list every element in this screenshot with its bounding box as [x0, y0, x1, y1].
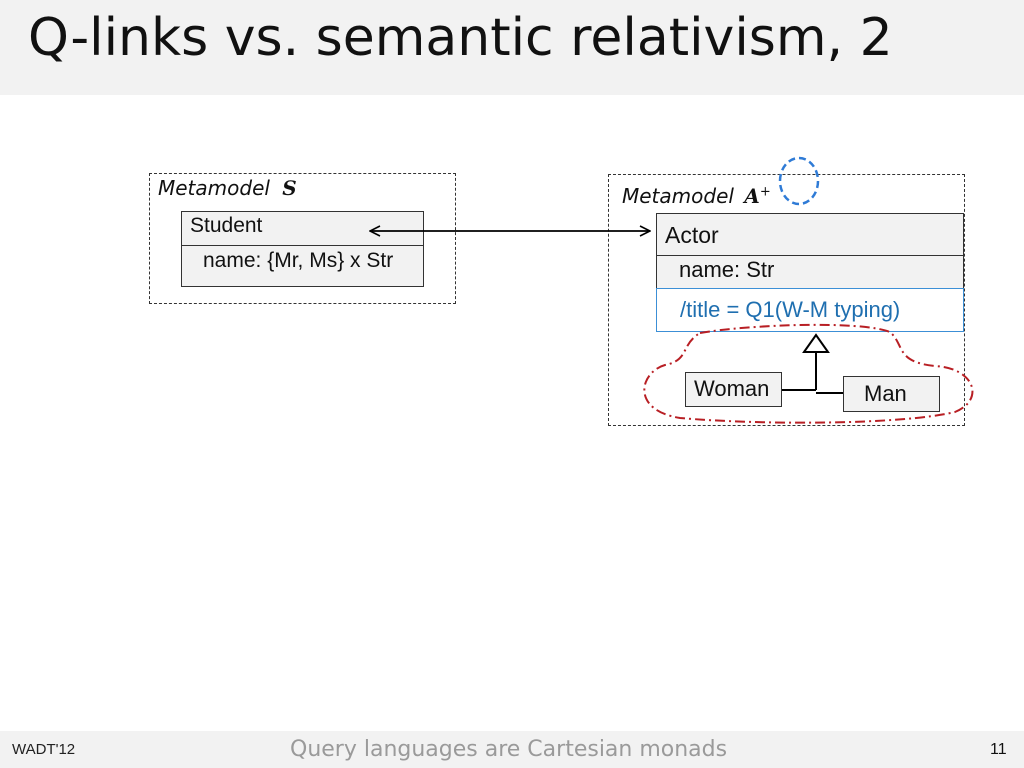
derived-attribute-box: /title = Q1(W-M typing)	[656, 288, 964, 332]
student-class-box: Student name: {Mr, Ms} x Str	[181, 211, 424, 287]
metamodel-s-frame	[149, 173, 456, 304]
highlight-cloud	[643, 323, 974, 424]
metamodel-a-symbol: A	[744, 184, 760, 208]
title-bar	[0, 0, 1024, 95]
footer-bar	[0, 731, 1024, 768]
student-class-name: Student	[190, 214, 263, 237]
metamodel-s-label: Metamodel S	[158, 176, 297, 200]
metamodel-s-symbol: S	[282, 176, 297, 200]
man-class-name: Man	[864, 381, 907, 406]
student-class-attribute: name: {Mr, Ms} x Str	[203, 249, 394, 272]
derived-attribute-text: /title = Q1(W-M typing)	[680, 297, 901, 322]
man-class-box: Man	[843, 376, 940, 412]
footer-center-text: Query languages are Cartesian monads	[290, 737, 728, 762]
footer-left-text: WADT'12	[12, 741, 76, 758]
actor-class-attribute: name: Str	[679, 257, 775, 282]
metamodel-a-label-text: Metamodel	[622, 184, 734, 208]
metamodel-a-superscript: +	[759, 184, 771, 200]
generalization-triangle	[802, 333, 830, 353]
woman-class-box: Woman	[685, 372, 782, 407]
student-class-header: Student	[182, 212, 423, 246]
metamodel-a-label: Metamodel A+	[622, 184, 771, 208]
actor-class-name: Actor	[665, 222, 719, 248]
slide-title: Q-links vs. semantic relativism, 2	[28, 8, 893, 68]
page-number: 11	[990, 741, 1007, 758]
superscript-highlight-circle	[778, 156, 820, 206]
actor-class-header: Actor	[657, 214, 963, 256]
metamodel-s-label-text: Metamodel	[158, 176, 270, 200]
woman-class-name: Woman	[694, 376, 770, 401]
metamodel-a-frame	[608, 174, 965, 426]
